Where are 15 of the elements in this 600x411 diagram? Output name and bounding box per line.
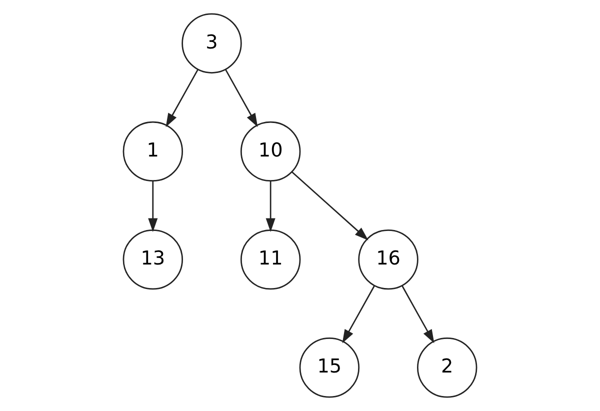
arrow (166, 69, 198, 128)
arrow (266, 181, 276, 232)
node-circle: 15 (299, 338, 360, 398)
arrow (225, 69, 258, 128)
node-circle: 13 (122, 229, 183, 290)
arrow (292, 172, 368, 240)
arrow (148, 181, 158, 232)
node-circle: 3 (182, 13, 242, 74)
node-circle: 11 (240, 229, 301, 290)
node-circle: 10 (240, 121, 301, 182)
node-circle: 16 (358, 229, 418, 290)
node-circle: 1 (122, 121, 183, 182)
arrow (342, 286, 375, 344)
arrow (402, 286, 434, 344)
node-circle: 2 (417, 338, 478, 398)
